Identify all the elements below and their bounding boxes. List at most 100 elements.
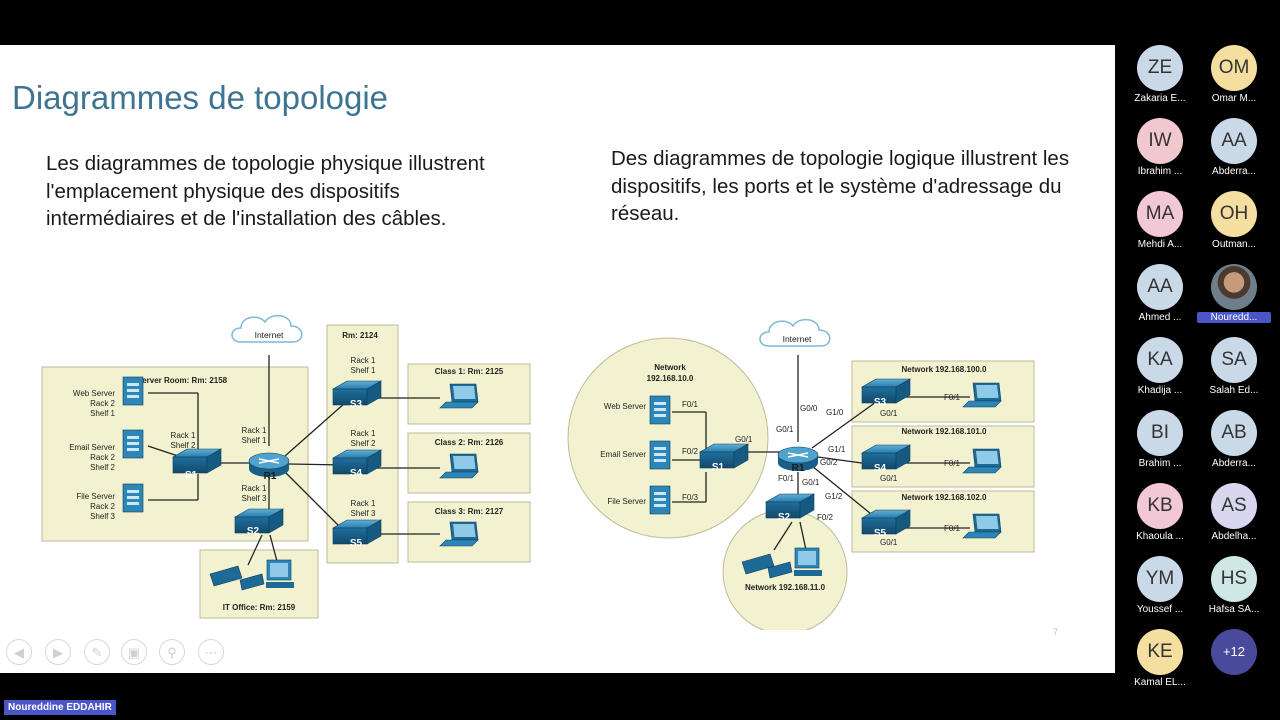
s2-port-f02-label: F0/2 <box>817 513 834 522</box>
avatar[interactable]: AA <box>1211 118 1257 164</box>
participant-name: Abdelha... <box>1211 531 1257 542</box>
file-server-rack: Rack 2 <box>90 502 115 511</box>
avatar[interactable]: KA <box>1137 337 1183 383</box>
more-participants-button[interactable]: +12 <box>1197 629 1271 675</box>
presenter-avatar[interactable] <box>1211 264 1257 310</box>
participant-name: Ahmed ... <box>1138 312 1182 323</box>
s2-shelf: Shelf 3 <box>242 494 267 503</box>
s3-label: S3 <box>350 399 363 410</box>
avatar[interactable]: MA <box>1137 191 1183 237</box>
email-server-icon <box>122 429 144 459</box>
physical-diagram: Server Room: Rm: 2158 Rm: 2124 <box>41 314 531 619</box>
participant-name: Kamal EL... <box>1134 677 1186 688</box>
slides-icon[interactable]: ▣ <box>121 639 147 665</box>
class2-label: Class 2: Rm: 2126 <box>435 438 504 447</box>
participant-tile[interactable]: AA Abderra... <box>1197 118 1271 177</box>
email-server-shelf: Shelf 2 <box>90 463 115 472</box>
participant-name: Zakaria E... <box>1134 93 1186 104</box>
presenter-name-label: Noureddine EDDAHIR <box>4 700 116 715</box>
web-server-rack: Rack 2 <box>90 399 115 408</box>
logical-email-server-label: Email Server <box>600 450 646 459</box>
participant-tile[interactable]: KE Kamal EL... <box>1123 629 1197 688</box>
logical-s2-label: S2 <box>778 512 791 523</box>
page-number: 7 <box>1053 627 1059 637</box>
more-participants-count[interactable]: +12 <box>1211 629 1257 675</box>
participant-name: Khaoula ... <box>1136 531 1184 542</box>
participant-tile[interactable]: YM Youssef ... <box>1123 556 1197 615</box>
logical-file-server-label: File Server <box>607 497 646 506</box>
logical-r1-label: R1 <box>792 463 805 474</box>
logical-s5-label: S5 <box>874 528 887 539</box>
participant-tile[interactable]: SA Salah Ed... <box>1197 337 1271 396</box>
participant-tile[interactable]: ZE Zakaria E... <box>1123 45 1197 104</box>
logical-topology-text: Des diagrammes de topologie logique illu… <box>611 147 1070 225</box>
avatar[interactable]: OH <box>1211 191 1257 237</box>
s3-port-f01-label: F0/1 <box>944 393 961 402</box>
file-server-shelf: Shelf 3 <box>90 512 115 521</box>
avatar[interactable]: ZE <box>1137 45 1183 91</box>
network-101-label: Network 192.168.101.0 <box>902 427 987 436</box>
r1-port-g01-label: G0/1 <box>776 425 794 434</box>
participant-tile[interactable]: OM Omar M... <box>1197 45 1271 104</box>
avatar[interactable]: IW <box>1137 118 1183 164</box>
forward-icon[interactable]: ▶ <box>45 639 71 665</box>
participant-name: Abderra... <box>1212 458 1256 469</box>
s2-port-g01-label: G0/1 <box>802 478 820 487</box>
participant-tile[interactable]: Nouredd... <box>1197 264 1271 323</box>
participant-tile[interactable]: MA Mehdi A... <box>1123 191 1197 250</box>
topology-diagrams: Server Room: Rm: 2158 Rm: 2124 <box>41 314 1035 630</box>
more-icon[interactable]: ⋯ <box>198 639 224 665</box>
s5-port-f01-label: F0/1 <box>944 524 961 533</box>
participant-tile[interactable]: AA Ahmed ... <box>1123 264 1197 323</box>
r1-port-g11-label: G1/1 <box>828 445 846 454</box>
participant-tile[interactable]: IW Ibrahim ... <box>1123 118 1197 177</box>
participant-name: Brahim ... <box>1138 458 1182 469</box>
avatar[interactable]: YM <box>1137 556 1183 602</box>
avatar[interactable]: HS <box>1211 556 1257 602</box>
participant-name: Khadija ... <box>1137 385 1183 396</box>
s1-rack: Rack 1 <box>171 431 196 440</box>
s5-shelf: Shelf 3 <box>351 509 376 518</box>
zoom-icon[interactable]: ⚲ <box>159 639 185 665</box>
s4-port-f01-label: F0/1 <box>944 459 961 468</box>
avatar[interactable]: AB <box>1211 410 1257 456</box>
participant-name: Ibrahim ... <box>1137 166 1183 177</box>
s5-label: S5 <box>350 538 363 549</box>
participant-tile[interactable]: KA Khadija ... <box>1123 337 1197 396</box>
avatar[interactable]: AA <box>1137 264 1183 310</box>
logical-web-server-icon <box>649 395 671 425</box>
file-server-icon <box>122 483 144 513</box>
it-office-printer-icon <box>209 565 243 587</box>
it-office-label: IT Office: Rm: 2159 <box>223 603 296 612</box>
avatar[interactable]: KB <box>1137 483 1183 529</box>
network-11-printer-icon <box>741 553 775 575</box>
s3-shelf: Shelf 1 <box>351 366 376 375</box>
avatar[interactable]: KE <box>1137 629 1183 675</box>
back-icon[interactable]: ◀ <box>6 639 32 665</box>
logical-s1-label: S1 <box>712 462 725 473</box>
email-server-label: Email Server <box>69 443 115 452</box>
participant-tile[interactable]: AB Abderra... <box>1197 410 1271 469</box>
avatar[interactable]: SA <box>1211 337 1257 383</box>
participant-tile[interactable]: AS Abdelha... <box>1197 483 1271 542</box>
r1-rack: Rack 1 <box>242 426 267 435</box>
logical-s4-label: S4 <box>874 463 887 474</box>
avatar[interactable]: BI <box>1137 410 1183 456</box>
file-server-label: File Server <box>76 492 115 501</box>
port-f01-label: F0/1 <box>682 400 699 409</box>
participant-tile[interactable]: KB Khaoula ... <box>1123 483 1197 542</box>
internet-label: Internet <box>255 330 284 340</box>
participant-name: Outman... <box>1212 239 1256 250</box>
s2-rack: Rack 1 <box>242 484 267 493</box>
participant-tile[interactable]: HS Hafsa SA... <box>1197 556 1271 615</box>
participant-name: Mehdi A... <box>1137 239 1183 250</box>
participant-tile[interactable]: OH Outman... <box>1197 191 1271 250</box>
pen-icon[interactable]: ✎ <box>84 639 110 665</box>
network-10-circle <box>567 337 769 539</box>
logical-file-server-icon <box>649 485 671 515</box>
participant-tile[interactable]: BI Brahim ... <box>1123 410 1197 469</box>
network-10-address: 192.168.10.0 <box>647 374 694 383</box>
avatar[interactable]: OM <box>1211 45 1257 91</box>
avatar[interactable]: AS <box>1211 483 1257 529</box>
s5-rack: Rack 1 <box>351 499 376 508</box>
